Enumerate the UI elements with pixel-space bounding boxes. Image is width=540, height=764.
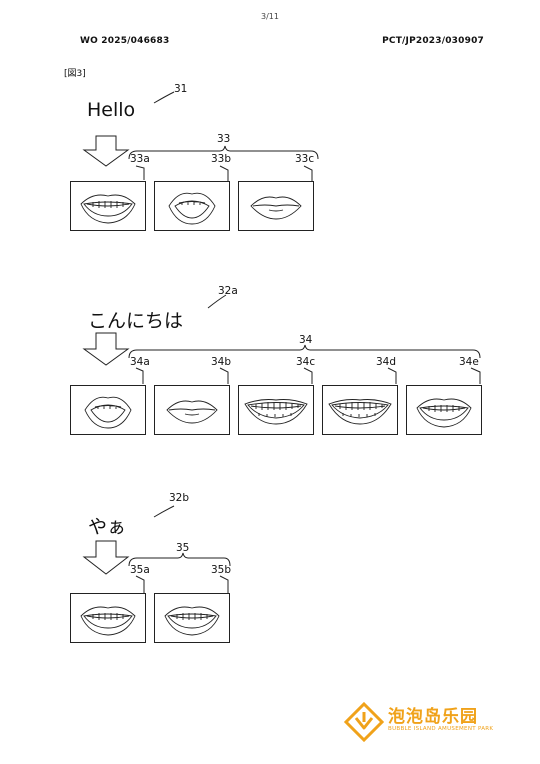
watermark-subtitle: BUBBLE ISLAND AMUSEMENT PARK	[388, 726, 494, 732]
mouth-smile-teeth-icon	[80, 606, 136, 636]
mouth-smile-teeth-icon	[164, 606, 220, 636]
ref-31: 31	[174, 83, 188, 95]
leader-line-34b	[219, 367, 229, 384]
ref-34c: 34c	[296, 356, 316, 368]
leader-line-35a	[135, 575, 145, 593]
mouth-wide-teeth-icon	[244, 399, 308, 425]
mouth-frame-34b	[154, 385, 230, 435]
ref-34b: 34b	[211, 356, 232, 368]
leader-line-32b	[153, 505, 175, 518]
mouth-frame-33c	[238, 181, 314, 231]
ref-34a: 34a	[130, 356, 150, 368]
ref-32a: 32a	[218, 285, 238, 297]
mouth-frame-34d	[322, 385, 398, 435]
watermark-logo: 泡泡岛乐园 BUBBLE ISLAND AMUSEMENT PARK	[344, 700, 514, 744]
ref-35: 35	[176, 542, 190, 554]
watermark-name: 泡泡岛乐园	[388, 707, 478, 727]
leader-line-34c	[303, 367, 313, 384]
ref-33c: 33c	[295, 153, 315, 165]
ref-33: 33	[217, 133, 231, 145]
mouth-frame-35b	[154, 593, 230, 643]
leader-line-34a	[135, 367, 144, 384]
mouth-frame-33a	[70, 181, 146, 231]
mouth-wide-teeth-icon	[328, 399, 392, 425]
mouth-closed-pout-icon	[166, 400, 218, 424]
bubble-island-logo-icon	[344, 702, 384, 742]
mouth-open-round-icon	[168, 192, 216, 225]
ref-33a: 33a	[130, 153, 150, 165]
leader-line-35b	[219, 575, 229, 593]
mouth-frame-34e	[406, 385, 482, 435]
leader-line-33c	[303, 165, 313, 181]
mouth-frame-34a	[70, 385, 146, 435]
ref-32b: 32b	[169, 492, 190, 504]
word-yaa: やぁ	[88, 516, 127, 538]
down-arrow-1	[82, 135, 130, 167]
ref-35b: 35b	[211, 564, 232, 576]
mouth-frame-34c	[238, 385, 314, 435]
ref-34d: 34d	[376, 356, 397, 368]
leader-line-33b	[219, 165, 229, 181]
ref-34e: 34e	[459, 356, 479, 368]
leader-line-31	[153, 91, 175, 104]
down-arrow-3	[82, 540, 130, 575]
mouth-open-round-icon	[84, 396, 132, 429]
mouth-smile-teeth-icon	[80, 194, 136, 224]
mouth-frame-33b	[154, 181, 230, 231]
mouth-frame-35a	[70, 593, 146, 643]
ref-35a: 35a	[130, 564, 150, 576]
down-arrow-2	[82, 332, 130, 366]
mouth-closed-pout-icon	[250, 196, 302, 220]
ref-33b: 33b	[211, 153, 232, 165]
leader-line-34d	[387, 367, 397, 384]
page-number: 3/11	[261, 12, 279, 21]
ref-34: 34	[299, 334, 313, 346]
leader-line-34e	[470, 367, 481, 384]
publication-number: WO 2025/046683	[80, 36, 170, 46]
word-konnichiwa: こんにちは	[88, 310, 184, 332]
application-number: PCT/JP2023/030907	[382, 36, 484, 46]
figure-label: [図3]	[64, 69, 86, 79]
mouth-smile-teeth-icon	[416, 398, 472, 428]
word-hello: Hello	[87, 99, 136, 121]
leader-line-33a	[135, 165, 145, 180]
